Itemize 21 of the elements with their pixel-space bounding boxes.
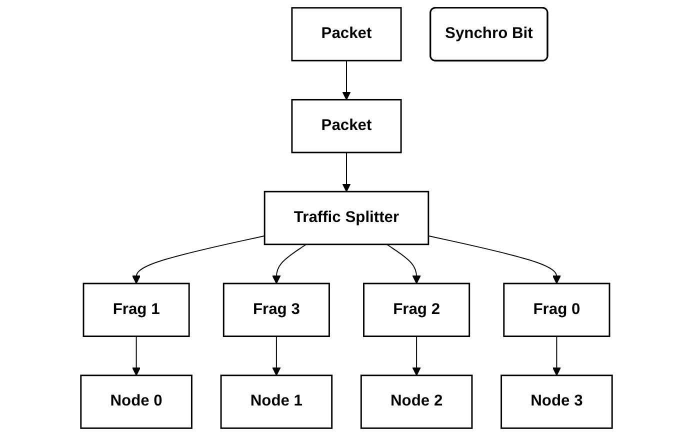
node-box: Frag 3: [222, 282, 330, 338]
arrow: [342, 60, 351, 100]
node-box: Packet: [291, 7, 402, 62]
node-box: Frag 2: [363, 282, 470, 338]
arrow: [132, 336, 141, 376]
node-box: Frag 0: [503, 282, 610, 338]
node-box: Node 1: [220, 374, 333, 429]
arrow: [272, 244, 307, 284]
arrow: [386, 244, 421, 284]
arrow: [272, 336, 281, 376]
node-box: Frag 1: [82, 282, 190, 338]
node-box: Node 2: [360, 374, 473, 429]
node-box: Packet: [291, 98, 402, 154]
node-box: Node 3: [500, 374, 613, 429]
arrow: [342, 152, 351, 192]
arrow: [132, 235, 266, 284]
node-box: Traffic Splitter: [264, 190, 430, 246]
arrow: [428, 235, 561, 284]
node-box: Node 0: [80, 374, 192, 429]
arrow: [552, 336, 561, 376]
arrow: [412, 336, 421, 376]
